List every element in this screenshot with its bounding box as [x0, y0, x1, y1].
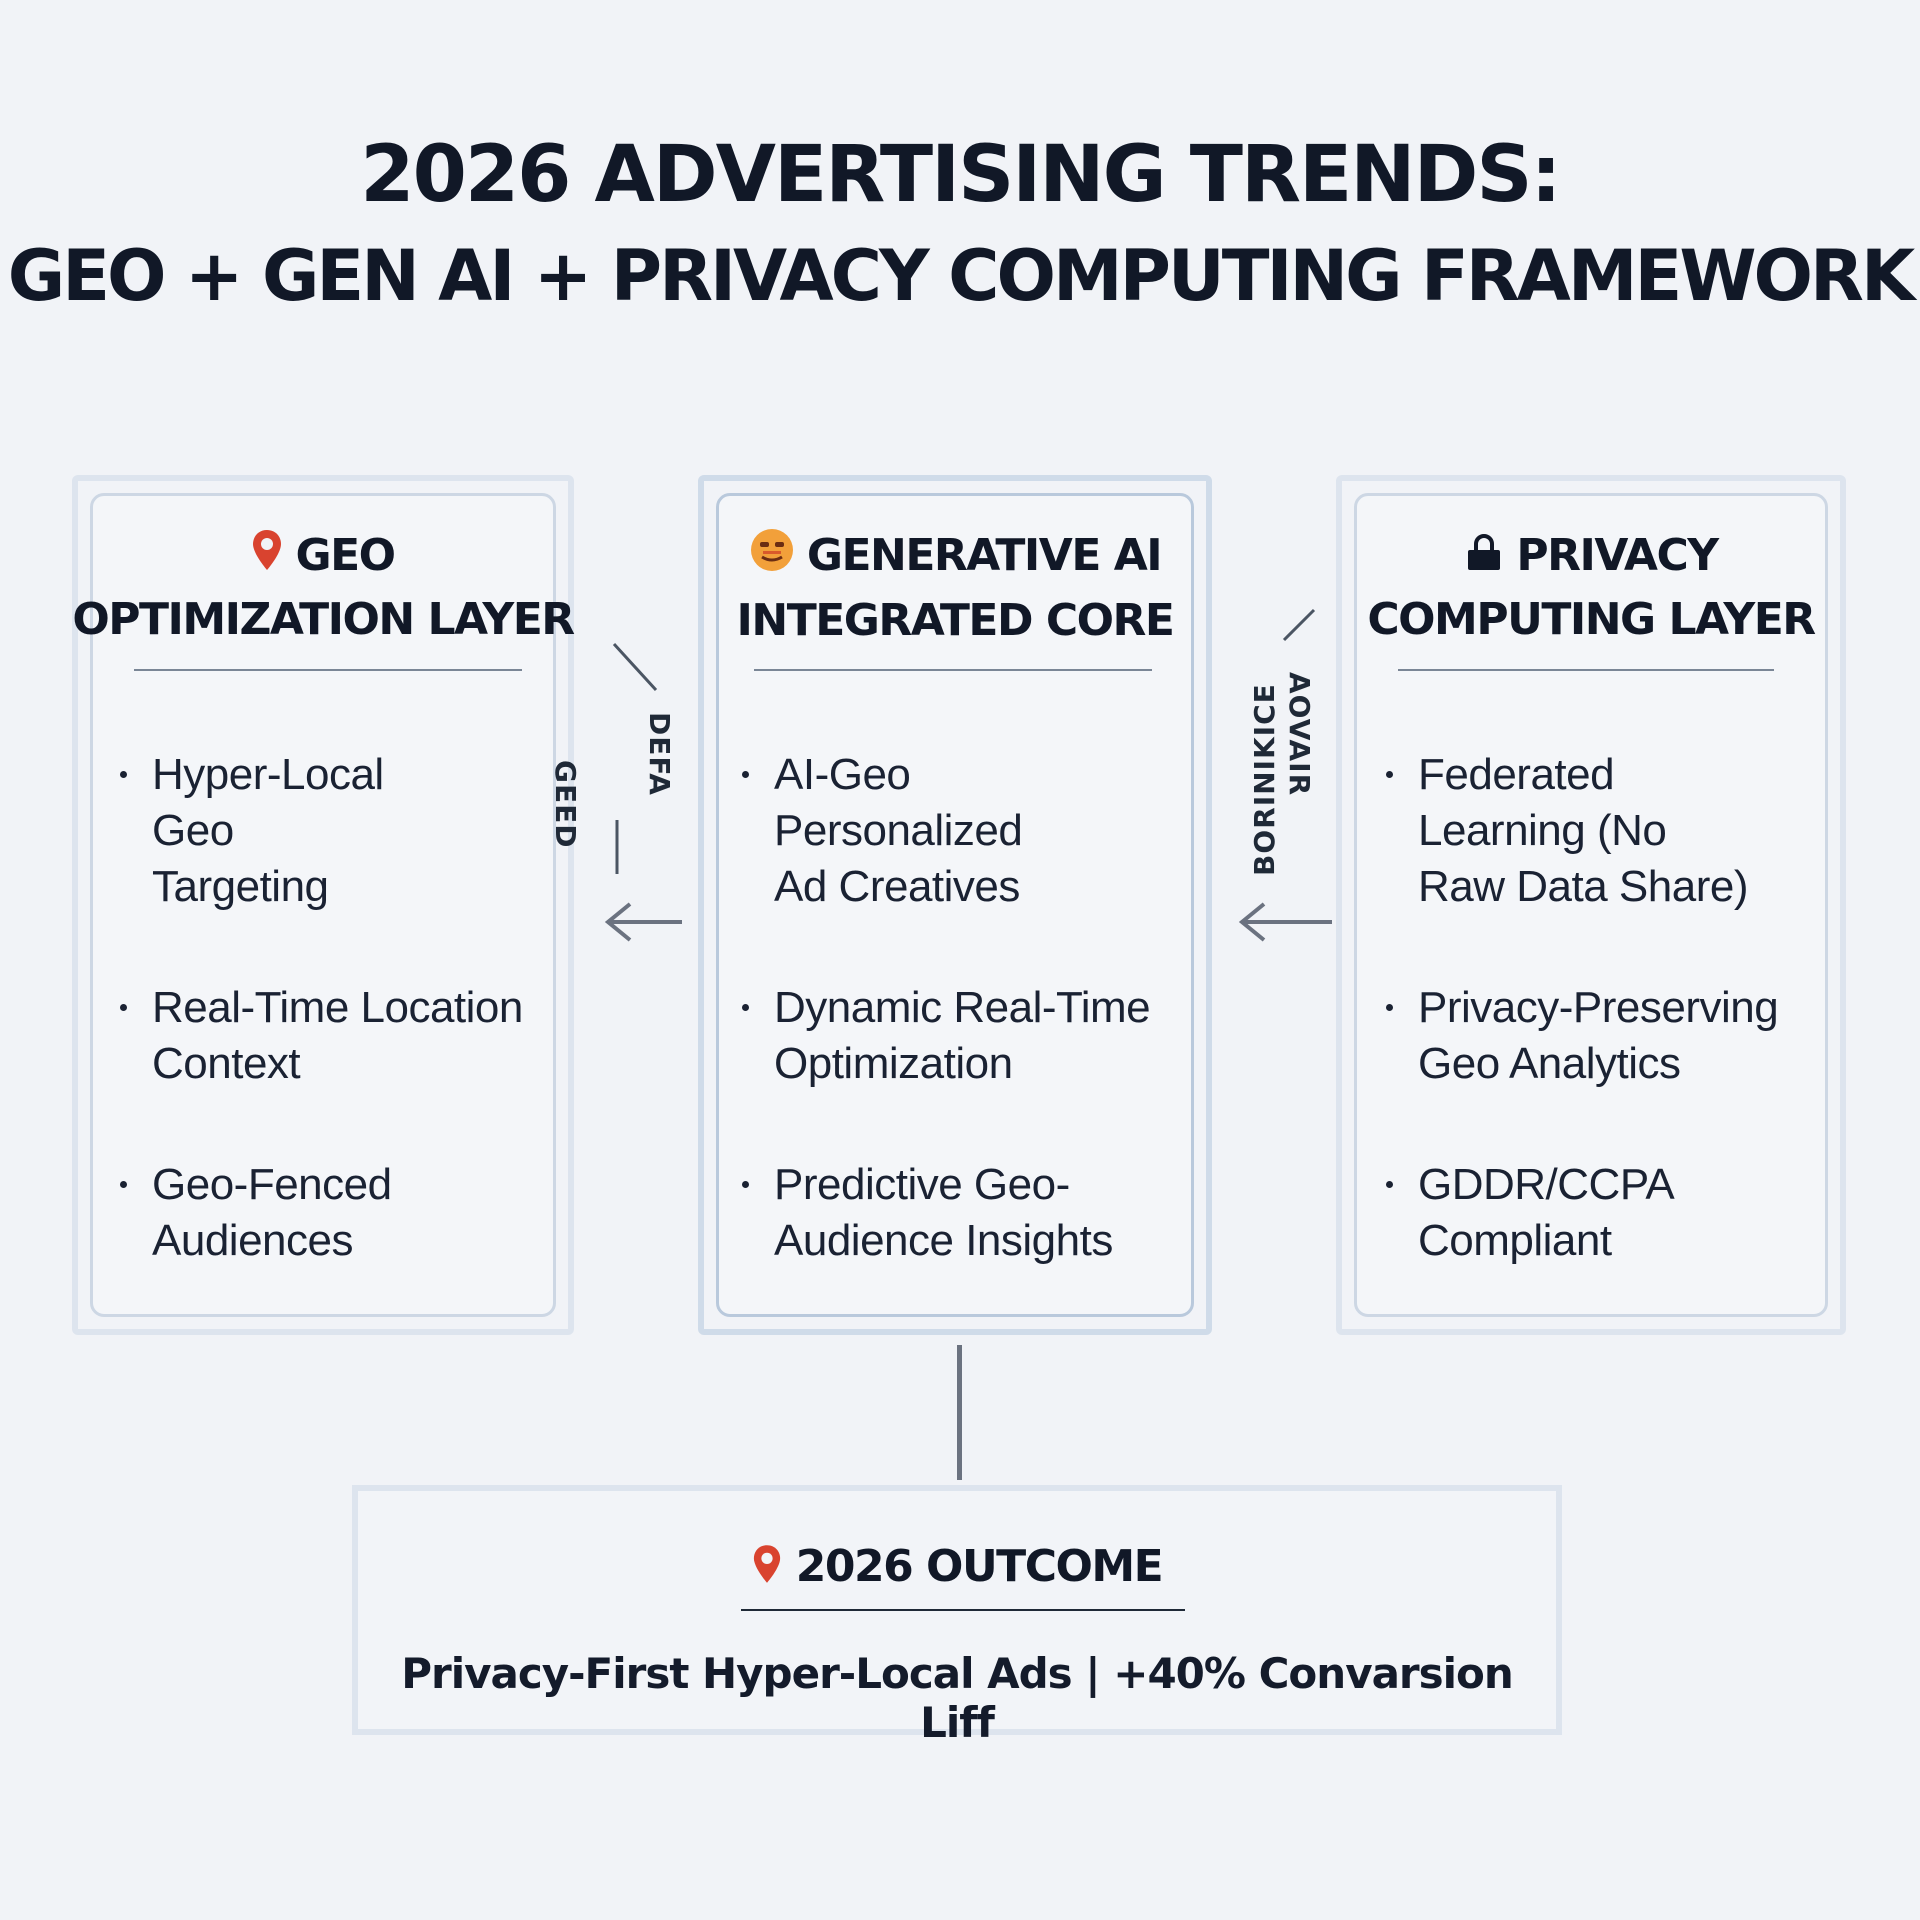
bullet-dot: [742, 771, 749, 778]
card-heading-line1: GENERATIVE AI: [806, 530, 1163, 581]
list-item: Federated Learning (No Raw Data Share): [1386, 747, 1748, 915]
outcome-description: Privacy-First Hyper-Local Ads | +40% Con…: [401, 1649, 1514, 1747]
bullet-dot: [120, 1181, 127, 1188]
bullet-text: Predictive Geo- Audience Insights: [774, 1160, 1113, 1265]
card-inner-frame: [716, 493, 1194, 1317]
card-inner-frame: [1354, 493, 1828, 1317]
card-heading-line1: GEO: [295, 530, 396, 581]
bullet-dot: [742, 1181, 749, 1188]
list-item: Predictive Geo- Audience Insights: [742, 1157, 1113, 1269]
left-flow-label-1: GEED: [549, 760, 582, 849]
arrow-head: [604, 902, 632, 942]
bullet-dot: [1386, 1004, 1393, 1011]
outcome-box: 2026 OUTCOME Privacy-First Hyper-Local A…: [352, 1485, 1562, 1747]
list-item: AI-Geo Personalized Ad Creatives: [742, 747, 1023, 915]
bullet-text: Hyper-Local Geo Targeting: [152, 750, 384, 911]
map-pin-icon: [251, 527, 283, 589]
bullet-text: Federated Learning (No Raw Data Share): [1418, 750, 1748, 911]
card-divider: [134, 669, 522, 671]
bullet-dot: [1386, 771, 1393, 778]
bullet-text: Real-Time Location Context: [152, 983, 523, 1088]
bullet-text: Privacy-Preserving Geo Analytics: [1418, 983, 1779, 1088]
ai-face-icon: [749, 527, 795, 590]
card-frame: [72, 475, 574, 1335]
bullet-dot: [1386, 1181, 1393, 1188]
right-flow-label-2: AOVAIR: [1283, 672, 1316, 797]
card-heading-line2: OPTIMIZATION LAYER: [72, 594, 575, 645]
list-item: GDDR/CCPA Compliant: [1386, 1157, 1675, 1269]
diagonal-stroke: [1282, 608, 1316, 642]
list-item: Privacy-Preserving Geo Analytics: [1386, 980, 1779, 1092]
lock-icon: [1464, 527, 1504, 589]
bullet-text: GDDR/CCPA Compliant: [1418, 1160, 1675, 1265]
list-item: Dynamic Real-Time Optimization: [742, 980, 1151, 1092]
map-pin-icon: [752, 1543, 782, 1596]
bullet-text: Dynamic Real-Time Optimization: [774, 983, 1151, 1088]
card-heading-line1: PRIVACY: [1516, 530, 1719, 581]
page-subtitle: GEO + GEN AI + PRIVACY COMPUTING FRAMEWO…: [7, 235, 1915, 317]
left-flow-label-2: DEFA: [643, 712, 676, 796]
card-divider: [754, 669, 1152, 671]
card-heading-line2: COMPUTING LAYER: [1367, 594, 1816, 645]
outcome-heading-text: 2026 OUTCOME: [795, 1541, 1164, 1592]
right-flow-label-1: BORINIKICE: [1248, 683, 1281, 876]
card-heading: PRIVACY COMPUTING LAYER: [1336, 525, 1846, 651]
generative-ai-core-card: GENERATIVE AI INTEGRATED CORE AI-Geo Per…: [698, 475, 1212, 1335]
list-item: Hyper-Local Geo Targeting: [120, 747, 384, 915]
privacy-computing-layer-card: PRIVACY COMPUTING LAYER Federated Learni…: [1336, 475, 1846, 1335]
bullet-dot: [742, 1004, 749, 1011]
card-inner-frame: [90, 493, 556, 1317]
left-flow-connector: [604, 642, 682, 942]
outcome-heading: 2026 OUTCOME: [358, 1541, 1556, 1596]
outcome-divider: [741, 1609, 1185, 1611]
list-item: Real-Time Location Context: [120, 980, 523, 1092]
bullet-dot: [120, 1004, 127, 1011]
page-title: 2026 ADVERTISING TRENDS:: [360, 130, 1561, 220]
card-heading-line2: INTEGRATED CORE: [736, 594, 1175, 646]
card-frame: [698, 475, 1212, 1335]
bullet-text: AI-Geo Personalized Ad Creatives: [774, 750, 1023, 911]
right-flow-connector: [1238, 608, 1332, 942]
card-frame: [1336, 475, 1846, 1335]
bullet-text: Geo-Fenced Audiences: [152, 1160, 392, 1265]
list-item: Geo-Fenced Audiences: [120, 1157, 392, 1269]
card-heading: GEO OPTIMIZATION LAYER: [72, 525, 575, 651]
card-heading: GENERATIVE AI INTEGRATED CORE: [698, 525, 1212, 652]
geo-optimization-layer-card: GEO OPTIMIZATION LAYER Hyper-Local Geo T…: [72, 475, 575, 1335]
arrow-head: [1238, 902, 1266, 942]
card-divider: [1398, 669, 1774, 671]
bullet-dot: [120, 771, 127, 778]
outcome-connector-line: [957, 1345, 962, 1480]
diagonal-stroke: [612, 642, 658, 692]
